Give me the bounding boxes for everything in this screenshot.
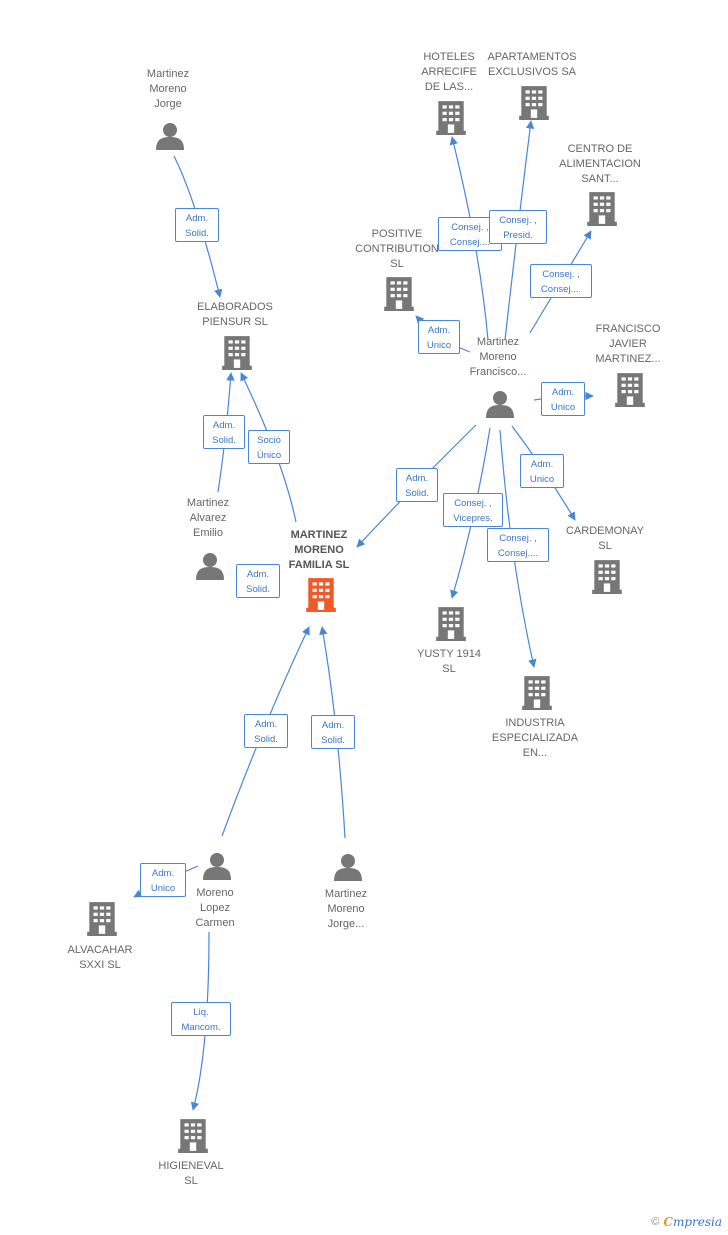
person-icon[interactable]	[196, 553, 224, 580]
company-name-label[interactable]: YUSTY 1914 SL	[416, 648, 481, 675]
company-name-label[interactable]: HIGIENEVAL SL	[158, 1160, 224, 1187]
building-icon[interactable]	[587, 192, 617, 226]
copyright-symbol: ©	[651, 1216, 660, 1228]
edge-role-label[interactable]: Adm. Solid.	[236, 564, 280, 598]
edge-role-label[interactable]: Consej. , Consej....	[530, 264, 592, 298]
building-icon[interactable]	[384, 277, 414, 311]
company-name-label[interactable]: HOTELES ARRECIFE DE LAS...	[421, 51, 477, 93]
building-icon[interactable]	[615, 373, 645, 407]
footer-brand: © Cmpresia	[651, 1215, 722, 1229]
building-icon[interactable]	[436, 101, 466, 135]
company-name-label[interactable]: CENTRO DE ALIMENTACION SANT...	[559, 143, 641, 185]
company-name-label[interactable]: POSITIVE CONTRIBUTION SL	[355, 228, 439, 270]
building-icon[interactable]	[592, 560, 622, 594]
building-icon[interactable]	[522, 676, 552, 710]
building-icon[interactable]	[306, 578, 336, 612]
edge-role-label[interactable]: Adm. Solid.	[244, 714, 288, 748]
edge-role-label[interactable]: Adm. Unico	[140, 863, 186, 897]
company-name-label[interactable]: ELABORADOS PIENSUR SL	[197, 301, 273, 328]
person-name-label[interactable]: Moreno Lopez Carmen	[195, 887, 235, 929]
company-name-label[interactable]: ALVACAHAR SXXI SL	[67, 944, 133, 971]
person-name-label[interactable]: Martinez Moreno Jorge...	[324, 888, 368, 930]
edge-role-label[interactable]: Adm. Unico	[541, 382, 585, 416]
edge-role-label[interactable]: Adm. Unico	[418, 320, 460, 354]
building-icon[interactable]	[178, 1119, 208, 1153]
company-name-label[interactable]: CARDEMONAY SL	[565, 525, 645, 552]
edge-role-label[interactable]: Consej. , Consej....	[487, 528, 549, 562]
person-icon[interactable]	[486, 391, 514, 418]
company-name-label[interactable]: FRANCISCO JAVIER MARTINEZ...	[595, 323, 661, 365]
building-icon[interactable]	[519, 86, 549, 120]
person-name-label[interactable]: Martinez Moreno Francisco...	[469, 336, 527, 378]
edge-role-label[interactable]: Liq. Mancom.	[171, 1002, 231, 1036]
edge-role-label[interactable]: Adm. Unico	[520, 454, 564, 488]
brand-logo: Cmpresia	[663, 1215, 722, 1229]
building-icon[interactable]	[436, 607, 466, 641]
edge-role-label[interactable]: Socio Único	[248, 430, 290, 464]
company-name-label[interactable]: APARTAMENTOS EXCLUSIVOS SA	[487, 51, 577, 78]
edge-role-label[interactable]: Adm. Solid.	[203, 415, 245, 449]
company-name-label[interactable]: MARTINEZ MORENO FAMILIA SL	[288, 529, 350, 571]
edge-role-label[interactable]: Adm. Solid.	[396, 468, 438, 502]
edge-role-label[interactable]: Adm. Solid.	[175, 208, 219, 242]
company-name-label[interactable]: INDUSTRIA ESPECIALIZADA EN...	[491, 717, 579, 759]
edge-role-label[interactable]: Adm. Solid.	[311, 715, 355, 749]
edge-role-label[interactable]: Consej. , Vicepres.	[443, 493, 503, 527]
person-icon[interactable]	[334, 854, 362, 881]
building-icon[interactable]	[222, 336, 252, 370]
building-icon[interactable]	[87, 902, 117, 936]
person-icon[interactable]	[203, 853, 231, 880]
edge-role-label[interactable]: Consej. , Presid.	[489, 210, 547, 244]
person-name-label[interactable]: Martinez Moreno Jorge	[146, 68, 190, 110]
person-icon[interactable]	[156, 123, 184, 150]
person-name-label[interactable]: Martinez Alvarez Emilio	[186, 497, 230, 539]
